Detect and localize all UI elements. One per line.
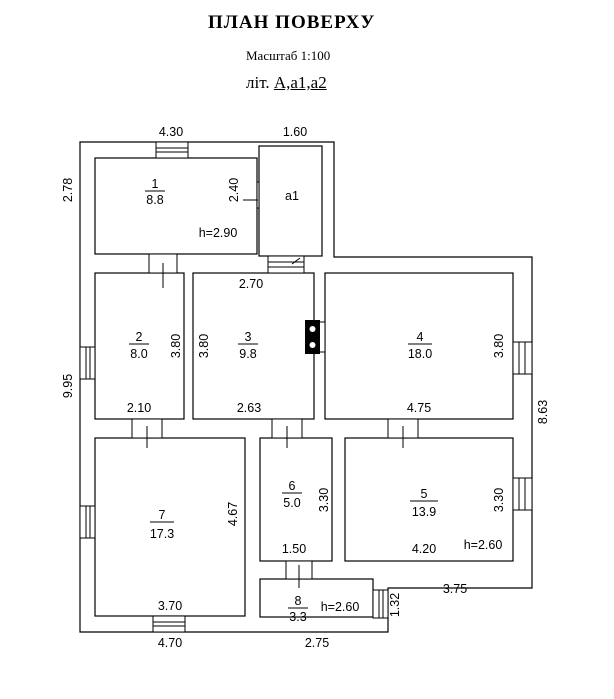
room-5-height: h=2.60 (464, 538, 503, 552)
dim-top-right: 1.60 (283, 125, 307, 139)
room-a1-outline (258, 145, 323, 257)
room-5-number: 5 (421, 487, 428, 501)
room-6-area: 5.0 (283, 496, 300, 510)
dim-room-7-bottom: 3.70 (158, 599, 182, 613)
dim-room-6-bottom: 1.50 (282, 542, 306, 556)
room-2-outline (94, 272, 185, 420)
dim-room-8-side: 1.32 (388, 593, 402, 617)
dim-left-total: 9.95 (61, 374, 75, 398)
door-3-6 (271, 418, 303, 448)
window-room-7-bottom (152, 615, 186, 633)
dim-room-5-bottom: 4.20 (412, 542, 436, 556)
room-labels: 1 8.8 h=2.90 a1 2 8.0 3 9.8 4 18.0 5 13.… (129, 177, 502, 624)
door-4-5 (387, 418, 419, 448)
letters-label: літ. А,а1,а2 (246, 73, 327, 93)
room-4-outline (324, 272, 514, 420)
room-1-area: 8.8 (146, 193, 163, 207)
window-room-4-right (512, 341, 533, 375)
room-8-height: h=2.60 (321, 600, 360, 614)
room-3-number: 3 (245, 330, 252, 344)
room-a1-label: a1 (285, 189, 299, 203)
dim-room-3-side: 3.80 (197, 334, 211, 358)
room-7-outline (94, 437, 246, 617)
dim-bottom-left: 4.70 (158, 636, 182, 650)
room-7-area: 17.3 (150, 527, 174, 541)
letters-value: А,а1,а2 (273, 73, 327, 92)
room-6-number: 6 (289, 479, 296, 493)
room-outlines (94, 145, 514, 618)
stove-icon (305, 320, 320, 354)
dim-step: 3.75 (443, 582, 467, 596)
window-room-7-left (79, 505, 96, 539)
dim-room-6-side: 3.30 (317, 488, 331, 512)
door-6-8 (285, 560, 313, 588)
dim-room-3-bottom: 2.63 (237, 401, 261, 415)
room-1-number: 1 (152, 177, 159, 191)
scale-label: Масштаб 1:100 (246, 48, 331, 63)
door-2-7 (131, 418, 163, 448)
horizontal-dimensions: 4.30 1.60 2.70 2.10 2.63 4.75 1.50 4.20 … (127, 125, 467, 650)
dim-room-2-side: 3.80 (169, 334, 183, 358)
windows (79, 141, 533, 633)
dim-room-4-bottom: 4.75 (407, 401, 431, 415)
dim-bottom-right: 2.75 (305, 636, 329, 650)
room-8-area: 3.3 (289, 610, 306, 624)
window-a1-bottom (267, 255, 305, 274)
window-room-1-top (155, 141, 189, 159)
room-3-area: 9.8 (239, 347, 256, 361)
dim-room-7-side: 4.67 (226, 502, 240, 526)
dim-right-total: 8.63 (536, 400, 550, 424)
dim-room-3-top: 2.70 (239, 277, 263, 291)
window-room-8-right (372, 589, 389, 619)
dim-left-top: 2.78 (61, 178, 75, 202)
letters-prefix: літ. (246, 73, 274, 92)
door-1-2 (148, 253, 178, 288)
dim-top-left: 4.30 (159, 125, 183, 139)
room-5-outline (344, 437, 514, 562)
room-7-number: 7 (159, 508, 166, 522)
dim-room-1-side: 2.40 (227, 178, 241, 202)
door-1-a1 (243, 181, 260, 209)
room-5-area: 13.9 (412, 505, 436, 519)
room-3-outline (192, 272, 315, 420)
room-2-area: 8.0 (130, 347, 147, 361)
room-4-number: 4 (417, 330, 424, 344)
room-2-number: 2 (136, 330, 143, 344)
dim-room-2-bottom: 2.10 (127, 401, 151, 415)
room-8-number: 8 (295, 594, 302, 608)
dim-room-5-side: 3.30 (492, 488, 506, 512)
vertical-dimensions: 2.78 9.95 2.40 3.80 3.80 3.80 8.63 3.30 … (61, 178, 550, 617)
room-4-area: 18.0 (408, 347, 432, 361)
window-room-2-left (79, 346, 96, 380)
room-1-height: h=2.90 (199, 226, 238, 240)
plan-title: ПЛАН ПОВЕРХУ (208, 12, 376, 33)
dim-room-4-side: 3.80 (492, 334, 506, 358)
window-room-5-right (512, 477, 533, 511)
